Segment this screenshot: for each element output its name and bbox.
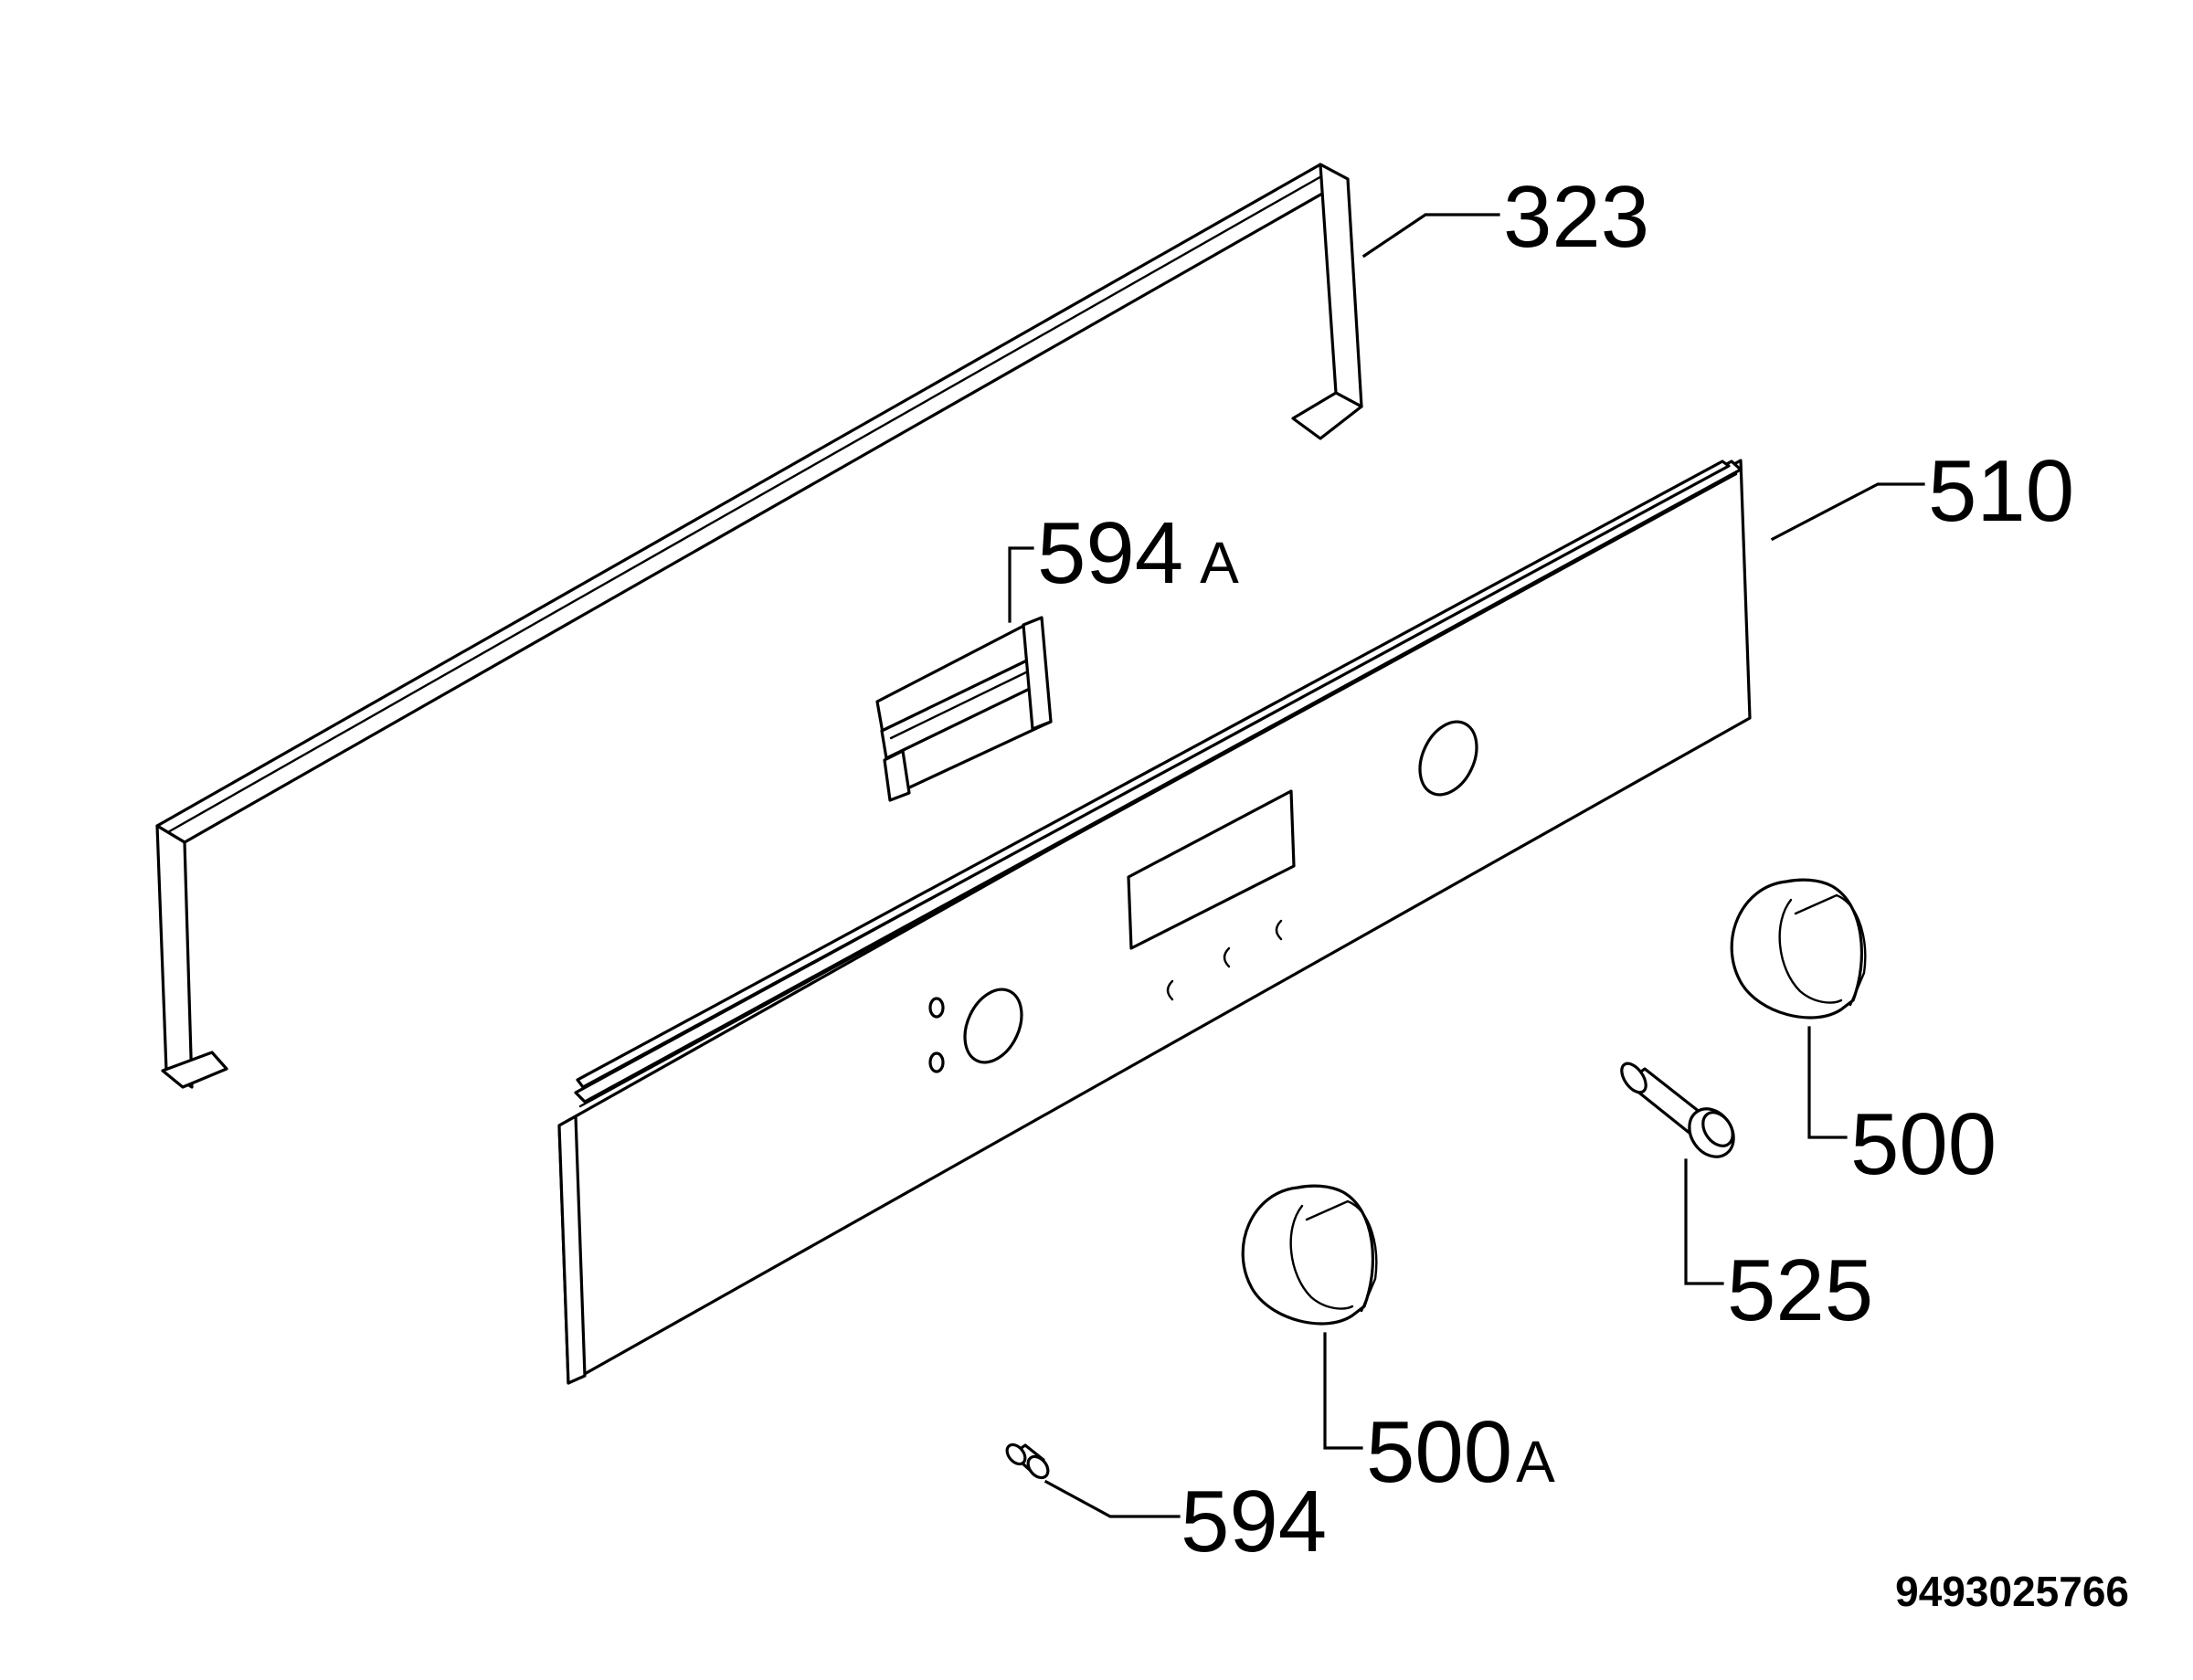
spindle-part (1620, 1062, 1735, 1158)
control-panel-part (557, 459, 1752, 1385)
callout-knob-a-suffix: A (1516, 1429, 1555, 1495)
touch-key-1 (1166, 979, 1174, 1001)
right-knob-hole (1418, 720, 1478, 797)
leader-panel (1770, 482, 1925, 542)
document-number: 9493025766 (1895, 1568, 2129, 1615)
display-window (1127, 789, 1296, 950)
knob-part (1730, 878, 1867, 1020)
callout-frame: 323 (1503, 168, 1649, 266)
leader-bracket (1008, 546, 1034, 623)
small-knob-part (1005, 1442, 1050, 1480)
left-knob-hole (963, 988, 1023, 1064)
frame-rail-part (155, 163, 1363, 1089)
indicator-lamp-1 (928, 997, 945, 1019)
touch-key-3 (1275, 919, 1283, 941)
callout-small-knob: 594 (1181, 1473, 1327, 1570)
touch-key-2 (1223, 946, 1231, 968)
callout-bracket: 594 (1037, 504, 1183, 602)
leader-spindle (1684, 1158, 1724, 1285)
leader-knob (1807, 1026, 1848, 1139)
callout-bracket-suffix: A (1200, 530, 1239, 596)
bracket-part (875, 616, 1053, 802)
knob-a-part (1241, 1184, 1378, 1326)
callout-knob-a: 500 (1366, 1403, 1512, 1501)
callout-panel: 510 (1928, 442, 2074, 540)
callout-bracket-group: 594 A (1037, 504, 1239, 602)
callout-knob: 500 (1850, 1095, 1997, 1193)
leader-frame (1361, 213, 1500, 259)
leader-knob-a (1323, 1332, 1363, 1450)
callout-spindle: 525 (1727, 1242, 1873, 1339)
indicator-lamp-2 (928, 1051, 945, 1073)
callout-labels: 323 510 594 A 500 525 500 A 594 (1037, 168, 2074, 1570)
leader-lines (1008, 213, 1925, 1518)
callout-knob-a-group: 500 A (1366, 1403, 1555, 1501)
leader-small-knob (1044, 1479, 1181, 1518)
